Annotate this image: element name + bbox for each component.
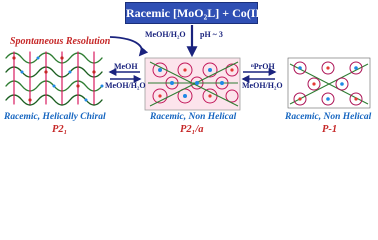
condition-ph: pH ~ 3 [200,30,223,39]
condition-left-lower: MeOH/H₂O [105,81,146,90]
helical-chain-structure [5,51,104,106]
condition-left-upper: MeOH [114,62,138,71]
scheme-graphics [5,25,371,111]
reagents-text: Racemic [MoO₂L] + Co(II) [126,6,265,20]
structure-label-right: Racemic, Non Helical [285,112,372,122]
reagents-box: Racemic [MoO₂L] + Co(II) [125,2,264,24]
right-equilibrium-arrows [241,68,277,83]
non-helical-packing-structure [144,57,241,111]
spontaneous-resolution-arrow [109,36,149,57]
space-group-right: P-1 [322,124,338,135]
condition-solvent-top: MeOH/H₂O [145,30,186,39]
space-group-left: P2₁ [52,124,68,135]
structure-label-center: Racemic, Non Helical [150,112,237,122]
structure-label-left: Racemic, Helically Chiral [4,112,106,122]
spontaneous-resolution-label: Spontaneous Resolution [10,36,111,47]
left-equilibrium-arrows [108,68,142,83]
condition-right-upper: ⁿPrOH [251,62,275,71]
triclinic-packing-structure [287,57,371,109]
space-group-center: P2₁/a [180,124,204,135]
condition-right-lower: MeOH/H₂O [242,81,283,90]
